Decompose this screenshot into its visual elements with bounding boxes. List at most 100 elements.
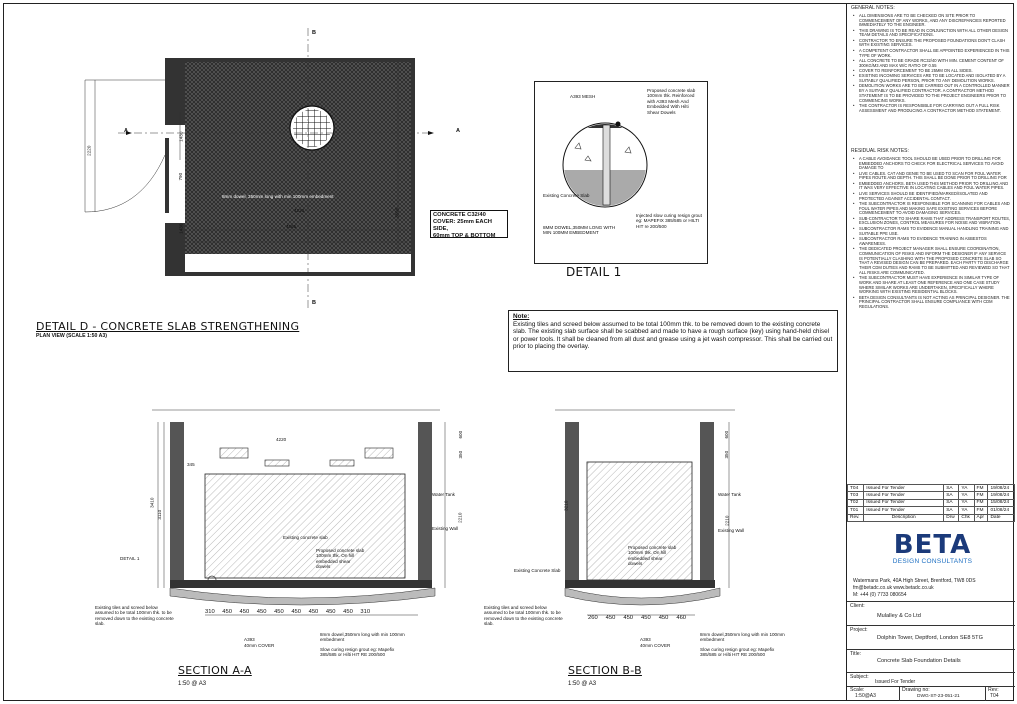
sheet-frame bbox=[3, 3, 1014, 701]
plan-dim-1430a: 1430 bbox=[178, 131, 184, 142]
general-note: ALL DIMENSIONS ARE TO BE CHECKED ON SITE… bbox=[853, 13, 1011, 28]
aa-cover: 40mm COVER bbox=[244, 643, 275, 648]
rev-header-cell: Drw bbox=[943, 513, 960, 522]
general-note: EXISTING INCOMING SERVICES ARE TO BE LOC… bbox=[853, 74, 1011, 84]
bb-existing-slab: Existing Concrete Slab bbox=[514, 568, 561, 573]
rev-cell: 19/08/24 bbox=[987, 483, 1015, 493]
risk-note: THE SUBCONTRACTOR IS RESPONSIBLE FOR SCA… bbox=[853, 201, 1011, 216]
bb-spacing-4: 450 bbox=[658, 615, 669, 621]
revision-table: T04 Issued For Tender SA YA FM 19/08/24 … bbox=[846, 483, 1015, 522]
client-label: Client: bbox=[850, 603, 865, 609]
rev-cell: Issued For Tender bbox=[863, 498, 945, 508]
risk-notes-heading: RESIDUAL RISK NOTES: bbox=[851, 148, 909, 154]
divider bbox=[985, 686, 986, 701]
bb-spacing-1: 450 bbox=[605, 615, 616, 621]
risk-note: A CABLE AVOIDANCE TOOL SHOULD BE USED PR… bbox=[853, 156, 1011, 171]
aa-spacing-0: 310 bbox=[205, 609, 215, 615]
aa-dim-350: 350 bbox=[458, 450, 464, 459]
bb-dim-3210: 3210 bbox=[563, 500, 569, 511]
rev-header-cell: Apr bbox=[973, 513, 989, 522]
note-heading: Note: bbox=[513, 313, 530, 320]
rev-cell: SA bbox=[943, 506, 960, 515]
general-note: ALL CONCRETE TO BE GRADE RC32/40 WITH MI… bbox=[853, 58, 1011, 69]
rev-cell: FM bbox=[973, 498, 989, 508]
rev-cell: T01 bbox=[846, 506, 865, 515]
aa-dim-3410: 3410 bbox=[149, 497, 155, 508]
rev-header-cell: Rev. bbox=[846, 513, 865, 522]
bb-cover: 40mm COVER bbox=[640, 643, 671, 648]
general-note: DEMOLITION WORKS ARE TO BE CARRIED OUT I… bbox=[853, 84, 1011, 103]
title-value: Concrete Slab Foundation Details bbox=[877, 658, 961, 664]
section-a-marker-right: A bbox=[456, 128, 460, 134]
aa-water-tank: Water Tank bbox=[432, 492, 455, 497]
concrete-spec-box: CONCRETE C32/40 COVER: 25mm EACH SIDE, 6… bbox=[430, 210, 508, 239]
risk-note: SUBCONTRACTOR RAMS TO EVIDENCE MANUAL HA… bbox=[853, 226, 1011, 237]
rev-cell: YA bbox=[958, 491, 975, 500]
aa-dim-2210: 2210 bbox=[457, 512, 463, 523]
rev-cell: YA bbox=[958, 498, 975, 508]
detail1-drawing bbox=[562, 121, 648, 208]
aa-dim-600: 600 bbox=[458, 430, 464, 439]
rev-cell: 01/08/24 bbox=[987, 506, 1015, 515]
aa-dim-3110: 3110 bbox=[157, 509, 163, 520]
aa-title: SECTION A-A bbox=[178, 664, 252, 677]
bb-water-tank: Water Tank bbox=[718, 492, 741, 497]
drawing-no-value: DWG-ST-23-051-21 bbox=[917, 694, 960, 699]
revision-header-row: Rev. Description Drw Chk Apr Date bbox=[846, 513, 1015, 522]
rev-cell: FM bbox=[973, 483, 989, 493]
risk-note: SUBCONTRACTOR RAMS TO EVIDENCE TRAINING … bbox=[853, 236, 1011, 247]
general-notes: GENERAL NOTES: ALL DIMENSIONS ARE TO BE … bbox=[851, 6, 1011, 114]
plan-view-drawing bbox=[84, 28, 434, 310]
divider bbox=[847, 672, 1015, 673]
rev-cell: T02 bbox=[846, 498, 865, 508]
rev-label: Rev: bbox=[988, 687, 999, 693]
plan-dim-790: 790 bbox=[178, 172, 184, 181]
risk-note: EMBEDDED ANCHORS. BETA USED THIS METHOD … bbox=[853, 181, 1011, 192]
bb-spacing-3: 450 bbox=[641, 615, 651, 621]
rev-cell: SA bbox=[943, 491, 960, 500]
bb-dim-2210: 2210 bbox=[724, 515, 730, 526]
client-value: Mulalley & Co Ltd bbox=[877, 613, 921, 619]
general-note: THIS DRAWING IS TO BE READ IN CONJUNCTIO… bbox=[853, 28, 1011, 39]
rev-header-cell: Date bbox=[987, 513, 1015, 522]
bb-dim-350: 350 bbox=[724, 450, 730, 459]
beta-logo: BETA DESIGN CONSULTANTS bbox=[855, 530, 1010, 565]
aa-existing-slab: Existing concrete slab bbox=[283, 535, 328, 540]
scale-value: 1:50@A3 bbox=[855, 693, 876, 699]
bb-tiles-note: Existing tiles and screed below assumed … bbox=[484, 605, 563, 627]
aa-spacing-5: 450 bbox=[291, 609, 301, 615]
rev-cell: 15/08/24 bbox=[987, 498, 1015, 508]
detail1-grout-label: Injected slow curing resign grout eg: MA… bbox=[636, 213, 702, 229]
email-web: fm@betadc.co.uk www.betadc.co.uk bbox=[853, 585, 934, 591]
aa-spacing-3: 450 bbox=[256, 609, 267, 615]
risk-notes: RESIDUAL RISK NOTES: A CABLE AVOIDANCE T… bbox=[851, 149, 1011, 311]
rev-cell: T04 bbox=[846, 483, 865, 493]
rev-cell: FM bbox=[973, 491, 989, 500]
detail1-title: DETAIL 1 bbox=[566, 265, 622, 279]
aa-dim-4220: 4220 bbox=[276, 437, 287, 442]
risk-note: SUB-CONTRACTOR TO SHARE RAMS THAT ADDRES… bbox=[853, 216, 1011, 227]
risk-note: THE DEDICATED PROJECT MANAGER SHALL ENSU… bbox=[853, 246, 1011, 276]
bb-title: SECTION B-B bbox=[568, 664, 642, 677]
aa-spacing-9: 310 bbox=[360, 609, 371, 615]
phone: M: +44 (0) 7733 080654 bbox=[853, 592, 907, 598]
rev-cell: Issued For Tender bbox=[863, 506, 945, 515]
general-note: CONTRACTOR TO ENSURE THE PROPOSED FOUNDA… bbox=[853, 38, 1011, 49]
detail1-mesh-label: A393 MESH bbox=[570, 94, 596, 99]
concrete-spec-line1: CONCRETE C32/40 bbox=[433, 212, 486, 218]
drawing-no-label: Drawing no: bbox=[902, 687, 930, 693]
bb-existing-wall: Existing Wall bbox=[718, 528, 745, 533]
aa-spacing-2: 450 bbox=[239, 609, 250, 615]
section-bb-drawing bbox=[555, 409, 735, 616]
title-label: Title: bbox=[850, 651, 862, 657]
subject-value: Issued For Tender bbox=[875, 679, 916, 685]
detail1-frame bbox=[534, 81, 708, 264]
aa-dowel-note: 8mm dowel,350mm long with min 100mm embe… bbox=[320, 632, 405, 643]
scale-label: Scale: bbox=[850, 687, 865, 693]
risk-note: THE SUBCONTRACTOR MUST HAVE EXPERIENCE I… bbox=[853, 275, 1011, 295]
project-label: Project: bbox=[850, 627, 868, 633]
plan-title: DETAIL D - CONCRETE SLAB STRENGTHENING bbox=[36, 320, 300, 333]
divider bbox=[847, 649, 1015, 650]
bb-resin-note: Slow curing resign grout eg: Mapefix 385… bbox=[700, 647, 775, 658]
general-notes-heading: GENERAL NOTES: bbox=[851, 5, 895, 11]
